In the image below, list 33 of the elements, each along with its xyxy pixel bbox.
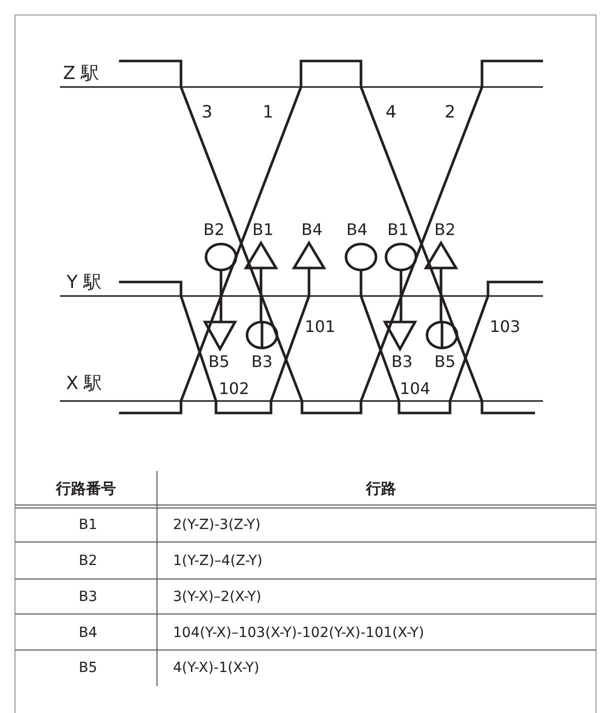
table-header: 行路 bbox=[366, 482, 396, 496]
table-header: 行路番号 bbox=[56, 482, 116, 496]
table-cell: 1(Y-Z)–4(Z-Y) bbox=[173, 554, 262, 568]
train-number: 1 bbox=[262, 104, 274, 122]
table-cell: B2 bbox=[78, 554, 98, 568]
table-cell: 104(Y-X)–103(X-Y)-102(Y-X)-101(X-Y) bbox=[173, 626, 424, 640]
station-label: Z 駅 bbox=[62, 65, 100, 83]
duty-label: B1 bbox=[387, 222, 409, 238]
train-number: 103 bbox=[490, 319, 520, 335]
duty-label: B4 bbox=[301, 222, 323, 238]
table-cell: 2(Y-Z)-3(Z-Y) bbox=[173, 518, 261, 532]
train-number: 102 bbox=[218, 381, 250, 397]
duty-label: B5 bbox=[434, 354, 456, 370]
train-number: 3 bbox=[202, 104, 212, 122]
table-cell: 3(Y-X)–2(X-Y) bbox=[173, 590, 262, 604]
table-cell: B1 bbox=[78, 518, 98, 532]
train-number: 101 bbox=[304, 319, 336, 335]
duty-label: B2 bbox=[434, 222, 456, 238]
station-label: X 駅 bbox=[66, 375, 102, 393]
duty-label: B1 bbox=[252, 222, 274, 238]
duty-label: B2 bbox=[203, 222, 225, 238]
train-number: 4 bbox=[386, 104, 396, 122]
train-number: 2 bbox=[444, 104, 456, 122]
duty-label: B4 bbox=[346, 222, 368, 238]
table-cell: B4 bbox=[78, 626, 98, 640]
table-cell: 4(Y-X)-1(X-Y) bbox=[173, 661, 260, 675]
station-label: Y 駅 bbox=[66, 274, 102, 292]
duty-label: B3 bbox=[251, 354, 273, 370]
duty-label: B5 bbox=[208, 354, 230, 370]
table-cell: B5 bbox=[78, 661, 98, 675]
duty-label: B3 bbox=[391, 354, 413, 370]
table-cell: B3 bbox=[78, 590, 98, 604]
train-number: 104 bbox=[400, 381, 430, 397]
